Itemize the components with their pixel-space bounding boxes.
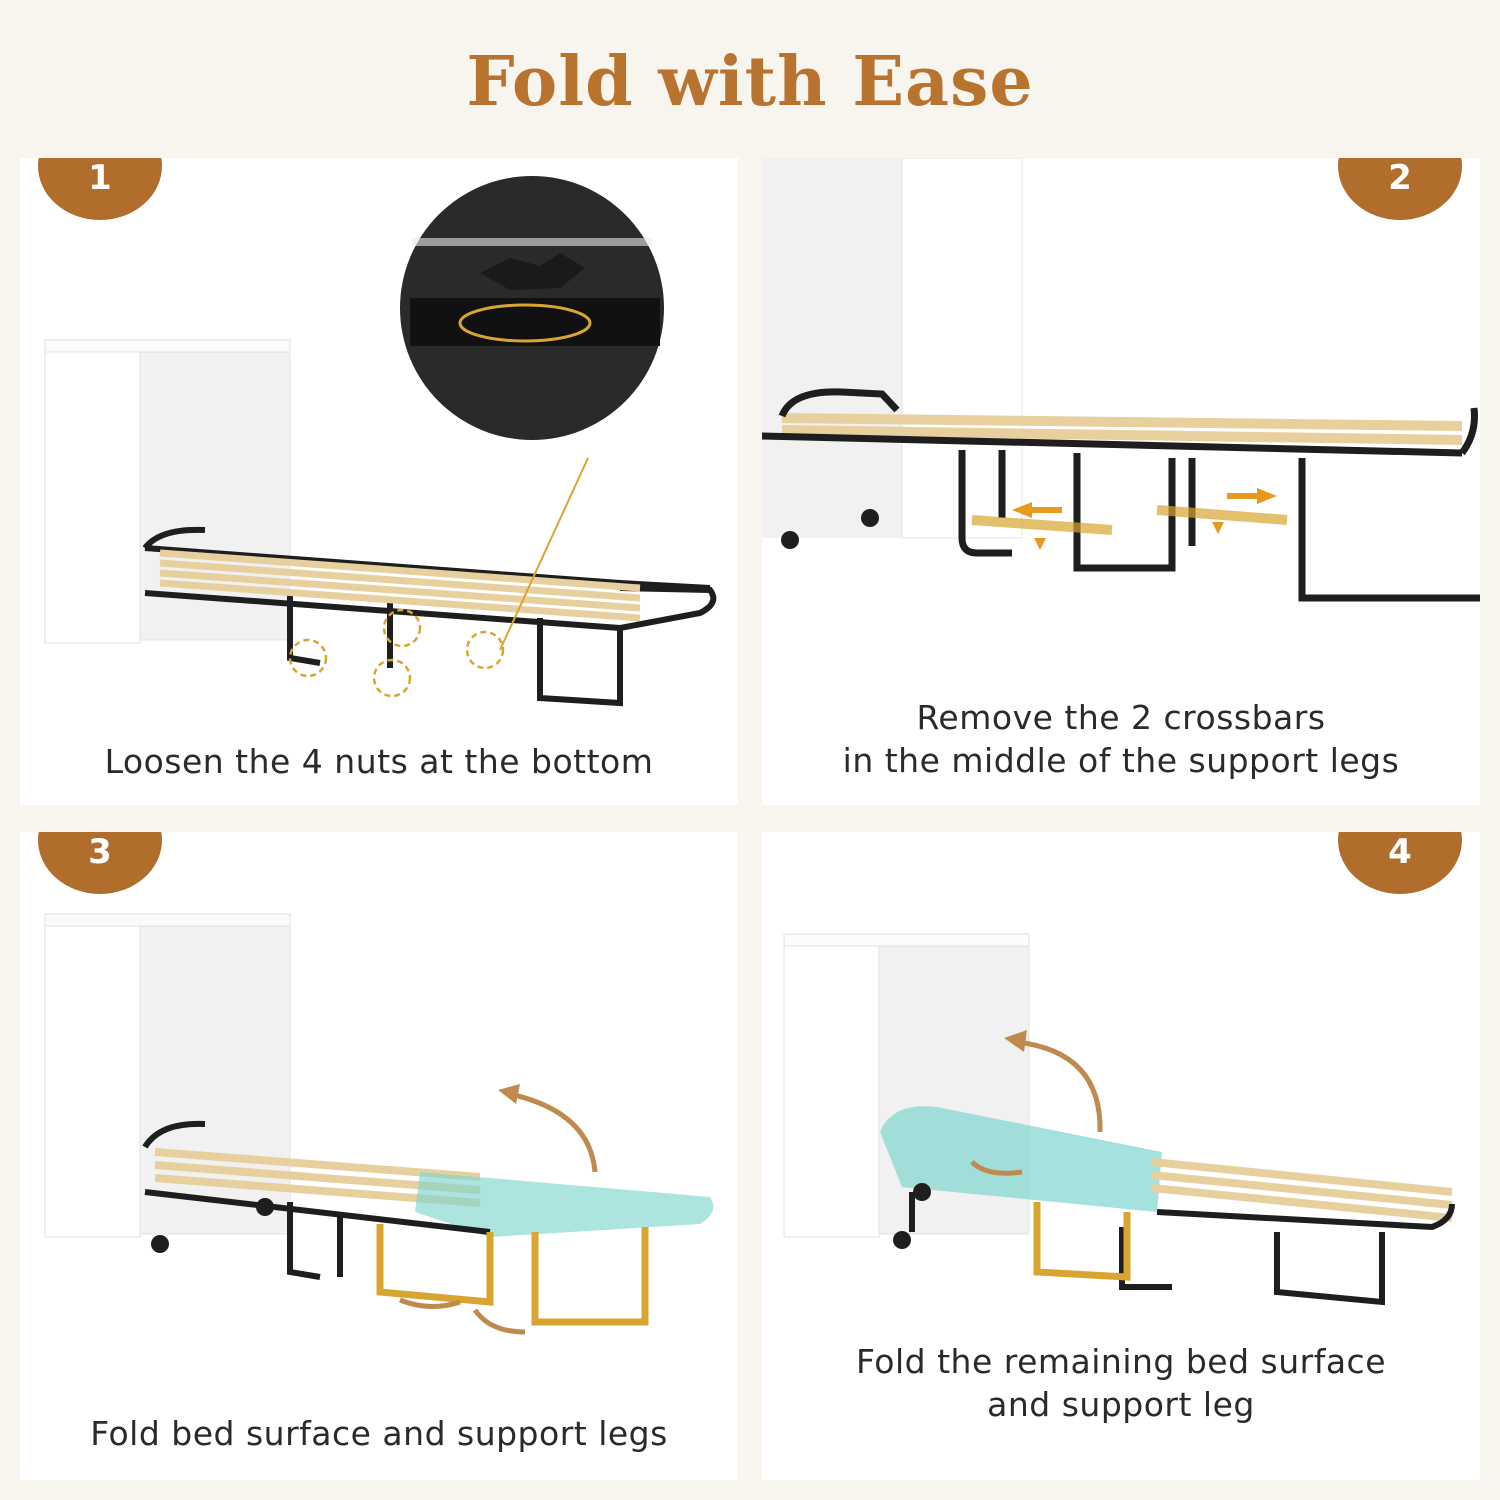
page-title: Fold with Ease <box>466 42 1034 122</box>
step-panel-4: 4 Fold the rem <box>762 832 1480 1480</box>
step-4-caption-line1: Fold the remaining bed surface <box>855 1342 1386 1381</box>
step-2-caption-line2: in the middle of the support legs <box>842 741 1400 780</box>
step-panel-2: 2 <box>762 158 1480 805</box>
bed-frame-illustration <box>142 1120 491 1280</box>
step-4-caption: Fold the remaining bed surface and suppo… <box>762 1340 1480 1426</box>
step-3-caption: Fold bed surface and support legs <box>20 1412 738 1455</box>
zoom-detail-circle <box>400 176 664 440</box>
cabinet-illustration <box>762 158 1023 539</box>
step-2-illustration <box>762 158 1480 602</box>
bed-frame-illustration <box>909 1192 1455 1306</box>
step-2-caption: Remove the 2 crossbars in the middle of … <box>762 696 1480 782</box>
leg-highlights <box>1033 1202 1131 1281</box>
step-1-illustration <box>44 176 717 707</box>
step-1-caption: Loosen the 4 nuts at the bottom <box>20 740 738 783</box>
bed-slats <box>1151 1158 1453 1222</box>
step-3-caption-line1: Fold bed surface and support legs <box>90 1414 668 1453</box>
arrow-icon <box>1012 488 1277 550</box>
bed-slats <box>781 413 1463 445</box>
step-panel-1: 1 <box>20 158 738 805</box>
fold-highlight-section <box>880 1106 1162 1212</box>
curved-arrow-icon <box>399 1091 598 1335</box>
step-4-illustration <box>783 933 1455 1306</box>
step-1-caption-line1: Loosen the 4 nuts at the bottom <box>104 742 654 781</box>
fold-highlight-section <box>415 1172 714 1237</box>
nut-highlights <box>288 608 505 698</box>
step-4-caption-line2: and support leg <box>987 1385 1255 1424</box>
bed-slats <box>159 549 641 622</box>
curved-arrow-icon <box>970 1039 1103 1176</box>
bed-frame-illustration <box>762 388 1480 602</box>
bed-frame-illustration <box>142 526 717 707</box>
step-2-caption-line1: Remove the 2 crossbars <box>916 698 1326 737</box>
step-3-illustration <box>44 913 714 1335</box>
crossbar-highlights <box>971 505 1288 535</box>
step-panel-3: 3 <box>20 832 738 1480</box>
leg-highlights <box>376 1224 649 1326</box>
